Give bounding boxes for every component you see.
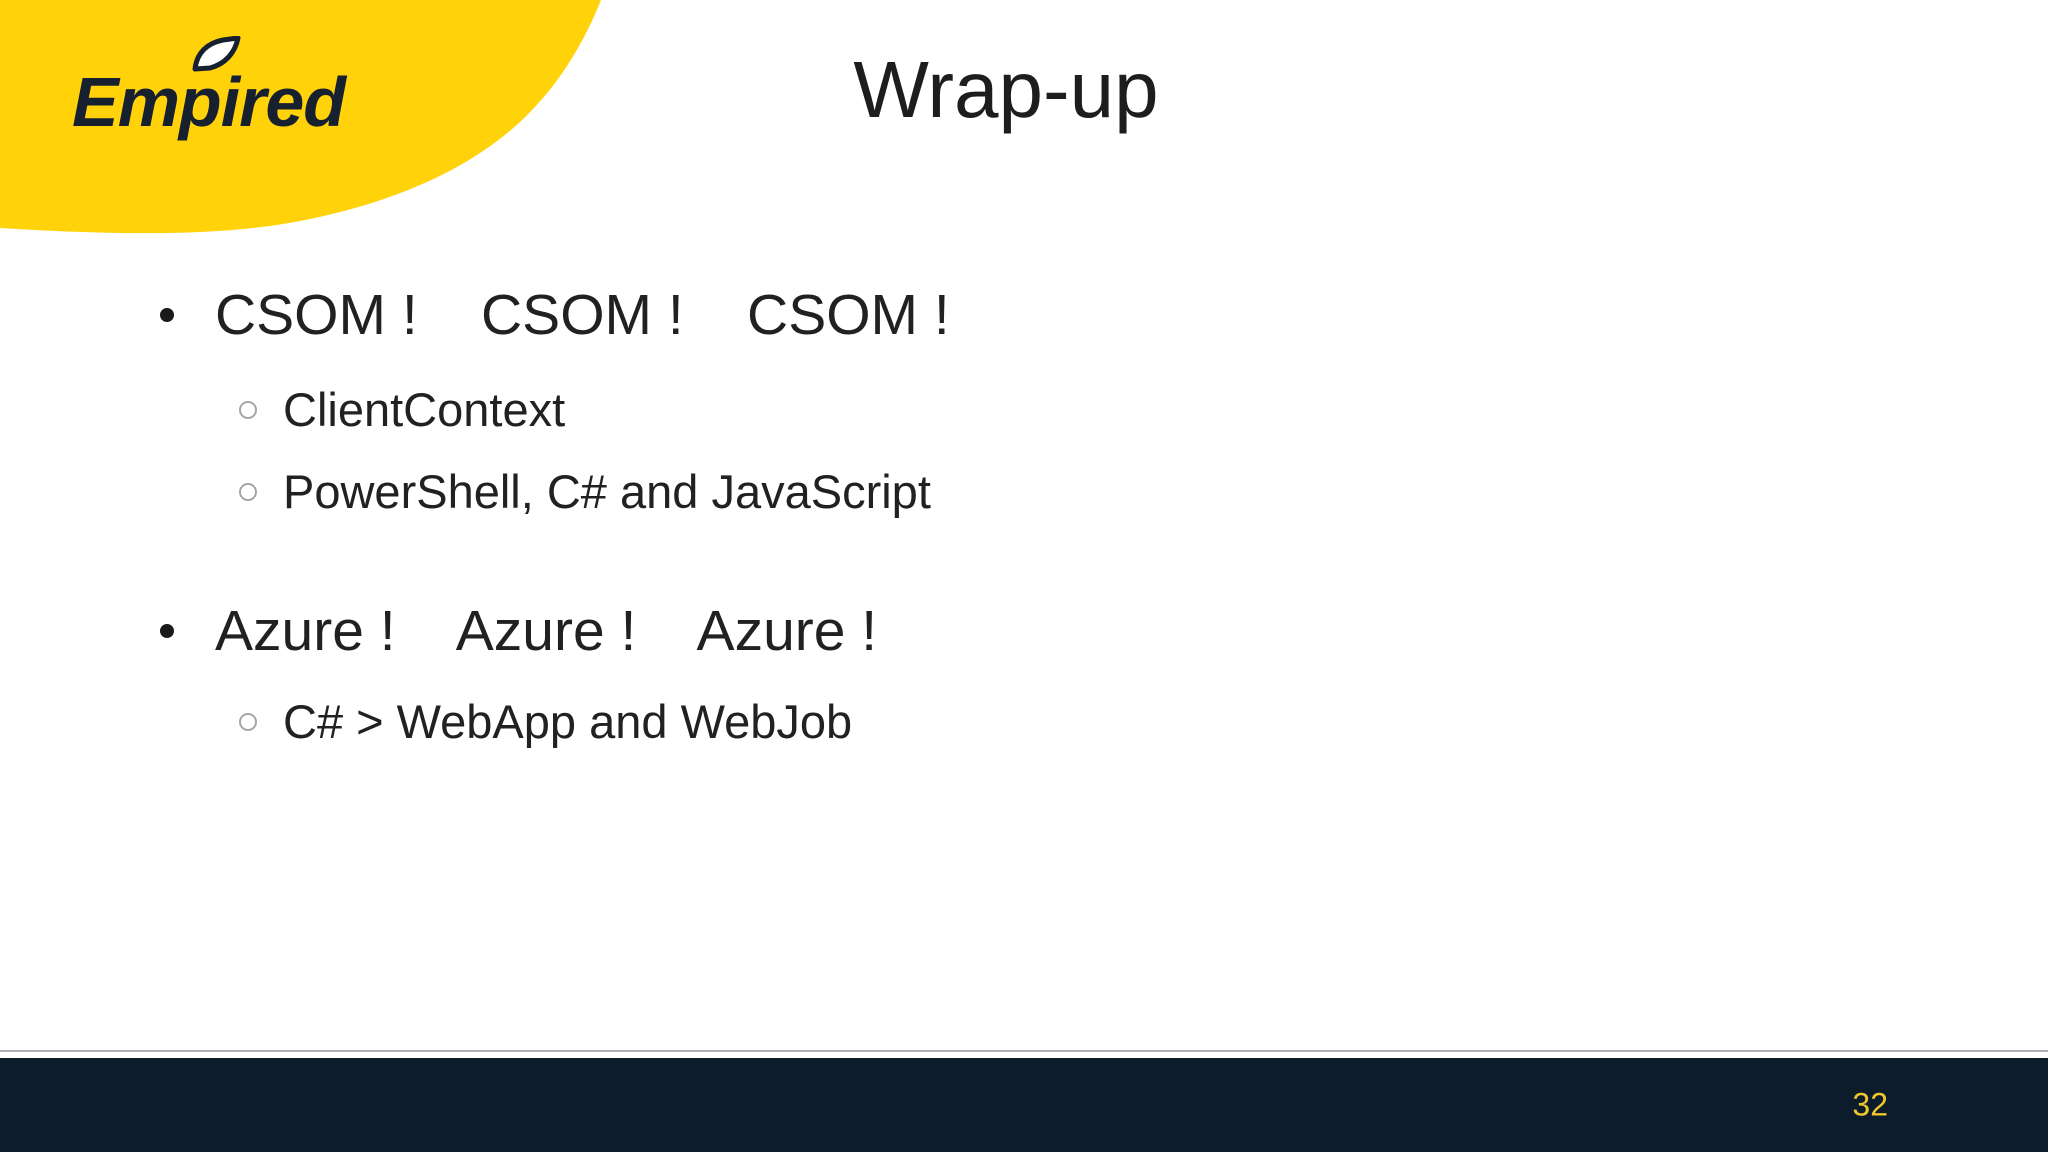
circle-bullet-icon [239,401,257,419]
empired-logo: Empired [72,36,372,176]
sub-bullet-item-webapp: C# > WebApp and WebJob [239,694,852,750]
page-number: 32 [1852,1086,1888,1123]
bullet-item-azure: Azure ! Azure ! Azure ! [160,599,877,663]
bullet-text: CSOM ! CSOM ! CSOM ! [215,283,950,347]
footer-bar: 32 [0,1058,2048,1152]
slide-title: Wrap-up [853,45,1159,134]
bullet-text: Azure ! Azure ! Azure ! [215,599,878,663]
sub-bullet-text: ClientContext [283,383,566,436]
bullet-item-csom: CSOM ! CSOM ! CSOM ! [160,283,950,347]
circle-bullet-icon [239,483,257,501]
bullet-dot-icon [160,624,174,638]
logo-leaf-icon [192,36,241,72]
bullet-dot-icon [160,308,174,322]
sub-bullet-text: PowerShell, C# and JavaScript [283,465,931,518]
sub-bullet-text: C# > WebApp and WebJob [283,695,853,748]
sub-bullet-item-powershell: PowerShell, C# and JavaScript [239,464,931,520]
circle-bullet-icon [239,713,257,731]
logo-text: Empired [72,63,346,141]
sub-bullet-item-clientcontext: ClientContext [239,382,565,438]
footer-divider [0,1050,2048,1052]
